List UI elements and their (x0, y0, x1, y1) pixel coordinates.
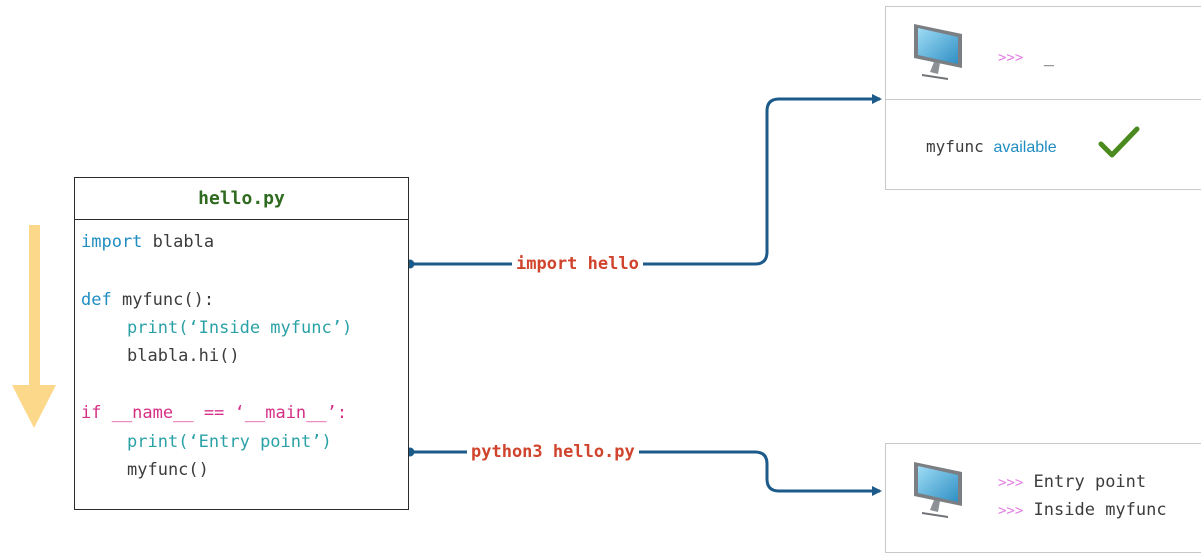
code-line-import: import blabla (81, 232, 214, 252)
function-signature: myfunc(): (111, 290, 215, 310)
prompt-symbol: >>> (998, 503, 1024, 519)
code-line-print-inside: print(‘Inside myfunc’) (127, 318, 352, 338)
keyword-print: print (127, 432, 179, 452)
keyword-def: def (81, 290, 112, 310)
terminal-header: >>> _ (886, 7, 1201, 100)
prompt-symbol: >>> (998, 475, 1024, 491)
keyword-import: import (81, 232, 143, 252)
code-file-card: hello.py import blabla def myfunc(): pri… (74, 177, 409, 510)
code-line-call-myfunc: myfunc() (127, 460, 209, 480)
import-connector (410, 94, 882, 266)
keyword-print: print (127, 318, 179, 338)
output-inside-text: Inside myfunc (1033, 500, 1167, 520)
checkmark-icon (1098, 126, 1140, 158)
code-line-call-hi: blabla.hi() (127, 346, 240, 366)
output-entry-text: Entry point (1033, 472, 1147, 492)
terminal-cursor: _ (1043, 47, 1055, 67)
code-file-title: hello.py (75, 178, 408, 220)
output-line-inside: >>> Inside myfunc (998, 500, 1167, 520)
import-module: blabla (142, 232, 215, 252)
print-argument: (‘Inside myfunc’) (178, 318, 353, 338)
down-arrow-icon (12, 225, 56, 428)
monitor-icon (914, 24, 962, 80)
prompt-symbol: >>> (998, 50, 1024, 66)
monitor-icon (914, 462, 962, 518)
script-terminal: >>> Entry point >>> Inside myfunc (885, 443, 1201, 553)
terminal-prompt-line: >>> _ (998, 47, 1054, 67)
code-line-def: def myfunc(): (81, 290, 214, 310)
import-hello-label: import hello (512, 254, 643, 274)
code-line-main-guard: if __name__ == ‘__main__’: (81, 403, 348, 423)
python3-run-label: python3 hello.py (467, 442, 639, 462)
print-argument: (‘Entry point’) (178, 432, 332, 452)
interactive-terminal: >>> _ myfunc available (885, 6, 1201, 190)
code-line-print-entry: print(‘Entry point’) (127, 432, 332, 452)
status-function-name: myfunc (926, 137, 984, 156)
myfunc-status: myfunc available (926, 137, 1057, 157)
run-connector (410, 450, 882, 496)
status-available-text: available (993, 139, 1057, 156)
output-line-entry: >>> Entry point (998, 472, 1146, 492)
